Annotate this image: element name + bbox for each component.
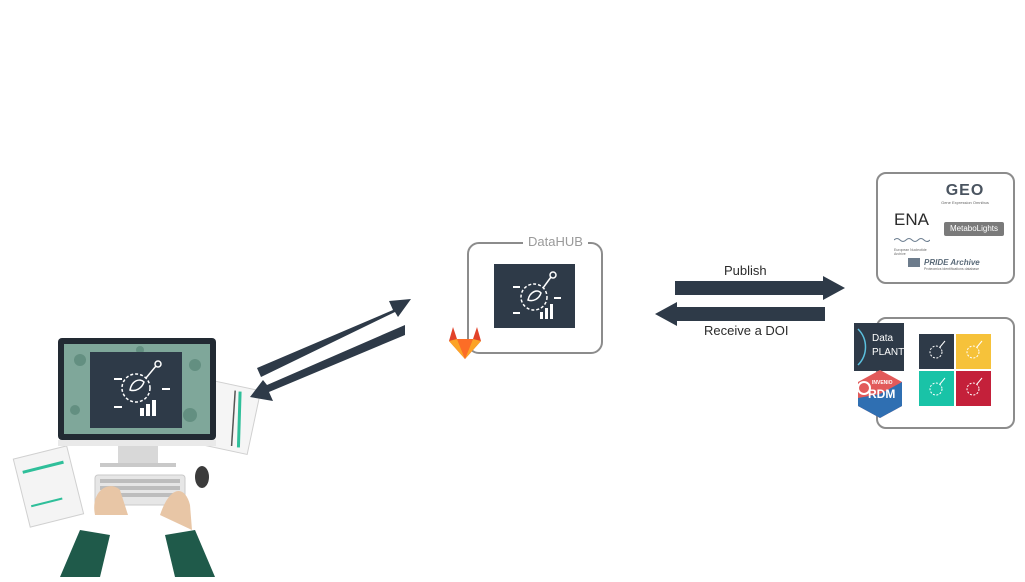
mouse xyxy=(195,466,209,488)
receive-doi-label: Receive a DOI xyxy=(704,323,789,338)
pride-badge-icon xyxy=(908,258,920,267)
plant-data-icon xyxy=(494,264,575,328)
geo-logo: GEO Gene Expression Omnibus xyxy=(940,182,990,205)
pride-subtitle: Proteomics identifications database xyxy=(908,267,988,271)
paper-sheet-left xyxy=(13,446,83,527)
gitlab-icon xyxy=(445,323,485,361)
ena-logo: ENA European Nucleotide Archive xyxy=(894,210,934,256)
datahub-logo-tile xyxy=(494,264,575,328)
invenio-rdm-logo: INVENIO RDM xyxy=(856,368,904,420)
sync-arrows-left xyxy=(245,285,420,405)
metabolights-name: MetaboLights xyxy=(950,224,998,233)
datahub-title: DataHUB xyxy=(523,234,588,249)
dna-wave-icon xyxy=(894,237,930,243)
publish-arrow xyxy=(675,276,847,300)
dataplant-line2: PLANT xyxy=(872,347,904,358)
geo-subtitle: Gene Expression Omnibus xyxy=(940,200,990,205)
dataplant-leaf-icon xyxy=(856,327,870,367)
invenio-line2: RDM xyxy=(868,387,895,401)
metabolights-logo: MetaboLights xyxy=(944,222,1004,236)
invenio-line1: INVENIO xyxy=(872,380,893,386)
geo-name: GEO xyxy=(940,182,990,200)
dataplant-logo: Data PLANT xyxy=(854,323,904,371)
pride-name: PRIDE Archive xyxy=(924,258,980,267)
pride-logo: PRIDE Archive Proteomics identifications… xyxy=(908,258,988,271)
ena-subtitle: European Nucleotide Archive xyxy=(894,248,934,256)
tile-icons-overlay xyxy=(919,334,991,406)
dataplant-line1: Data xyxy=(872,333,893,344)
workstation-illustration xyxy=(0,330,270,577)
ena-name: ENA xyxy=(894,210,934,230)
repositories-panel: GEO Gene Expression Omnibus ENA European… xyxy=(876,172,1015,284)
